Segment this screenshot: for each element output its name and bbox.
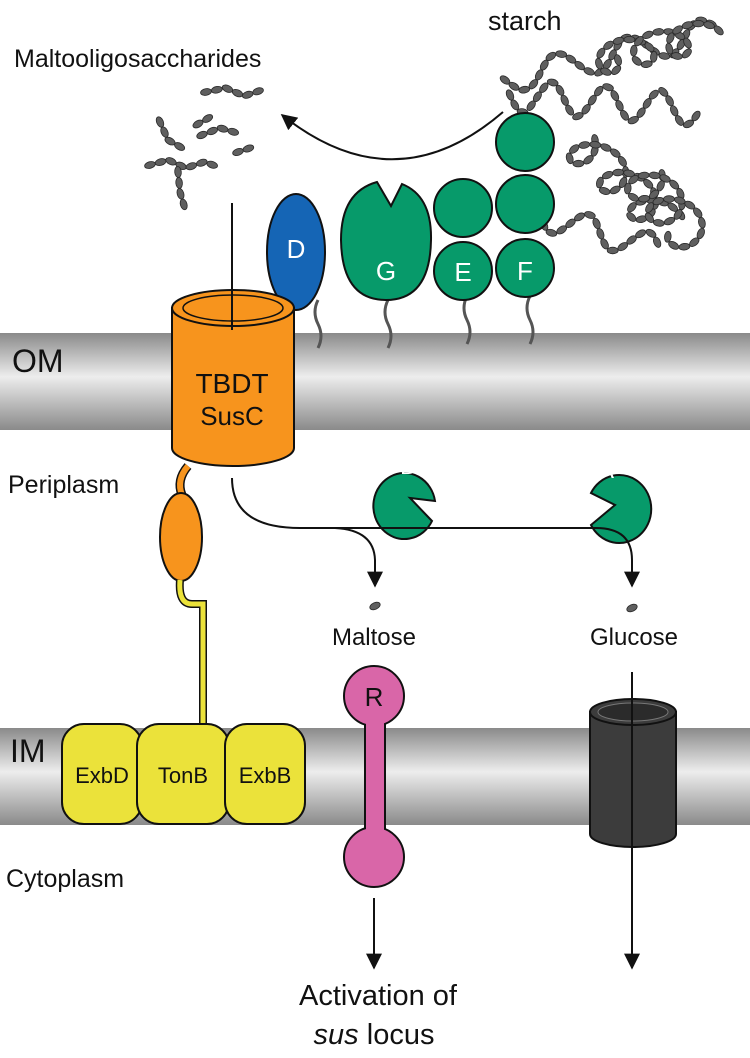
sus-italic: sus (314, 1019, 359, 1051)
maltose-branch-arrow (334, 527, 383, 588)
maltooligosaccharide-fragments (143, 83, 265, 212)
susg-label: G (376, 256, 396, 286)
cytoplasm-label: Cytoplasm (6, 865, 124, 893)
susa-protein: A (589, 457, 653, 544)
susg-protein: G (339, 180, 433, 302)
exbb-label: ExbB (239, 763, 292, 788)
maltose-molecule (368, 600, 382, 612)
periplasm-flow-line (231, 477, 640, 588)
suse-protein: E (433, 178, 493, 301)
tbdt-label: TBDT (195, 368, 268, 399)
susd-label: D (287, 234, 306, 264)
starch-label: starch (488, 6, 562, 36)
susb-label: B (400, 453, 416, 480)
susb-protein: B (372, 453, 437, 541)
exbd-label: ExbD (75, 763, 129, 788)
susc-label: SusC (200, 401, 264, 431)
exbd-protein: ExbD (61, 723, 143, 825)
im-label: IM (10, 733, 46, 769)
outer-membrane (0, 333, 750, 430)
om-label: OM (12, 343, 64, 379)
glucose-label: Glucose (590, 624, 678, 651)
susd-protein: D (266, 193, 326, 311)
tonb-label: TonB (158, 763, 208, 788)
activation-label-line2: sus locus (314, 1019, 435, 1051)
periplasm-label: Periplasm (8, 471, 119, 499)
tonb-protein: TonB (136, 723, 230, 825)
activation-label-line1: Activation of (299, 980, 458, 1012)
locus-text: locus (359, 1019, 435, 1051)
degradation-arrow (280, 111, 504, 161)
susf-label: F (517, 256, 533, 286)
exbb-protein: ExbB (224, 723, 306, 825)
tonb-box-linker (159, 463, 207, 730)
susf-protein: F (495, 112, 555, 298)
regulator-label: R (365, 682, 384, 712)
suse-label: E (454, 257, 471, 287)
susa-label: A (598, 457, 614, 484)
maltose-label: Maltose (332, 624, 416, 651)
glucose-molecule (625, 602, 639, 614)
lipid-anchors (313, 295, 535, 349)
maltooligosaccharides-label: Maltooligosaccharides (14, 45, 261, 73)
regulator-protein: R (343, 665, 405, 888)
